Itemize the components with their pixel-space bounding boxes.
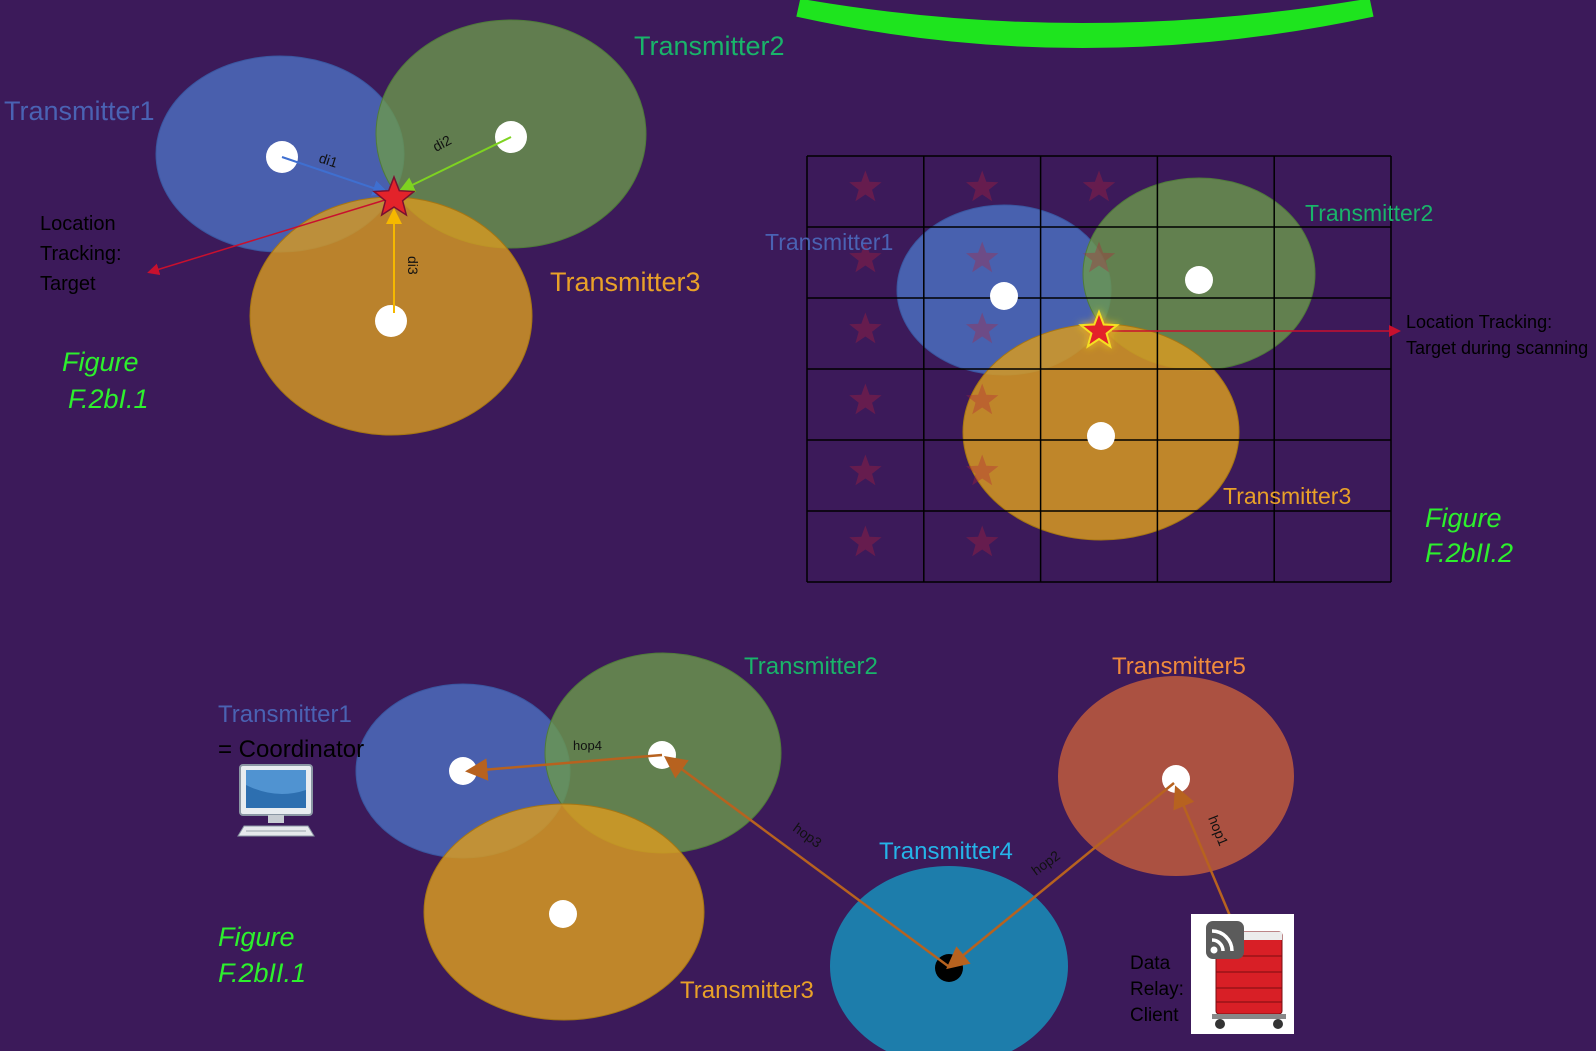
figure-caption-line2: F.2bII.1 [218,958,306,988]
figure-caption-line1: Figure [218,922,295,952]
distance-d1-arrow [281,156,389,196]
top-arc-inner [808,0,1360,23]
transmitter3-node [1087,422,1115,450]
transmitter3-label: Transmitter3 [550,267,701,297]
scan-position-star [966,170,999,202]
hop3-label: hop3 [790,819,825,850]
figure-f2bii2: Transmitter1 Transmitter2 Transmitter3 L… [765,155,1588,583]
scan-position-star [849,454,882,486]
transmitter3-node [375,305,407,337]
target-label-line3: Target [40,273,96,295]
figure-caption-line1: Figure [62,347,139,377]
top-green-arc [796,0,1374,48]
scan-grid-stars [849,170,1116,557]
transmitter1-label: Transmitter1 [218,701,352,728]
scan-position-star [966,454,999,486]
d1-label: di1 [317,150,340,171]
scan-position-star [966,383,999,415]
scan-grid [806,155,1392,583]
target-label-line2: Target during scanning [1406,338,1588,358]
coordinator-label: = Coordinator [218,736,364,763]
figure-caption-line2: F.2bI.1 [68,384,149,414]
figure-caption-line1: Figure [1425,503,1502,533]
scan-position-star [849,525,882,557]
target-pointer-arrow [147,199,386,276]
target-label-line2: Tracking: [40,243,122,265]
transmitter1-label: Transmitter1 [765,229,893,255]
figure-f2bi1: di1 di2 di3 Transmitter1 Transmitter2 Tr… [4,19,785,436]
target-label-line1: Location [40,213,116,235]
transmitter3-label: Transmitter3 [1223,483,1351,509]
figure-caption-line2: F.2bII.2 [1425,538,1513,568]
scan-position-star [1082,241,1116,273]
scan-position-star [1082,170,1116,202]
hop3-arrow [663,756,949,968]
medical-cart-rss-icon [1191,914,1294,1034]
scan-position-star [849,241,882,273]
hop4-arrow [465,753,663,781]
d2-label: di2 [430,132,454,155]
transmitter2-label: Transmitter2 [1305,200,1433,226]
scan-position-star [966,525,999,557]
d3-label: di3 [405,256,421,275]
scan-position-star [849,170,882,202]
distance-d2-arrow [398,136,512,192]
hop1-arrow [1173,785,1235,924]
client-label-line2: Relay: [1130,979,1184,1000]
transmitter2-label: Transmitter2 [744,653,878,680]
scan-position-star [849,383,882,415]
hop4-label: hop4 [573,738,602,753]
target-star [372,174,416,217]
target-star [1078,309,1120,349]
transmitter5-label: Transmitter5 [1112,653,1246,680]
transmitter2-label: Transmitter2 [634,31,785,61]
figure-f2bii1: hop1 hop2 hop3 hop4 Transmitter1 = Coord… [218,652,1294,1051]
transmitter1-label: Transmitter1 [4,96,155,126]
transmitter2-node [1185,266,1213,294]
scan-position-star [966,312,999,344]
hop2-arrow [946,782,1175,970]
scan-position-star [849,312,882,344]
client-label-line1: Data [1130,953,1171,974]
transmitter3-node [549,900,577,928]
transmitter4-label: Transmitter4 [879,838,1013,865]
client-label-line3: Client [1130,1005,1179,1026]
transmitter3-label: Transmitter3 [680,977,814,1004]
scan-position-star [966,241,999,273]
computer-icon [237,764,315,837]
target-label-line1: Location Tracking: [1406,312,1552,332]
hop2-label: hop2 [1028,847,1063,878]
transmitter1-node [990,282,1018,310]
